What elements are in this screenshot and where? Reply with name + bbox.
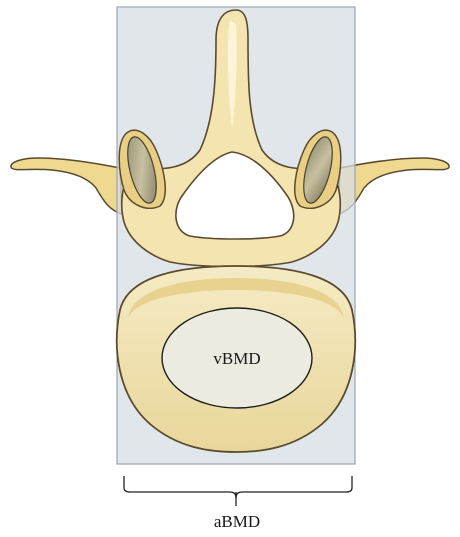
abmd-bracket [124,476,352,498]
vbmd-label: vBMD [213,349,260,368]
left-transverse-process [11,158,122,214]
abmd-label: aBMD [214,512,260,531]
